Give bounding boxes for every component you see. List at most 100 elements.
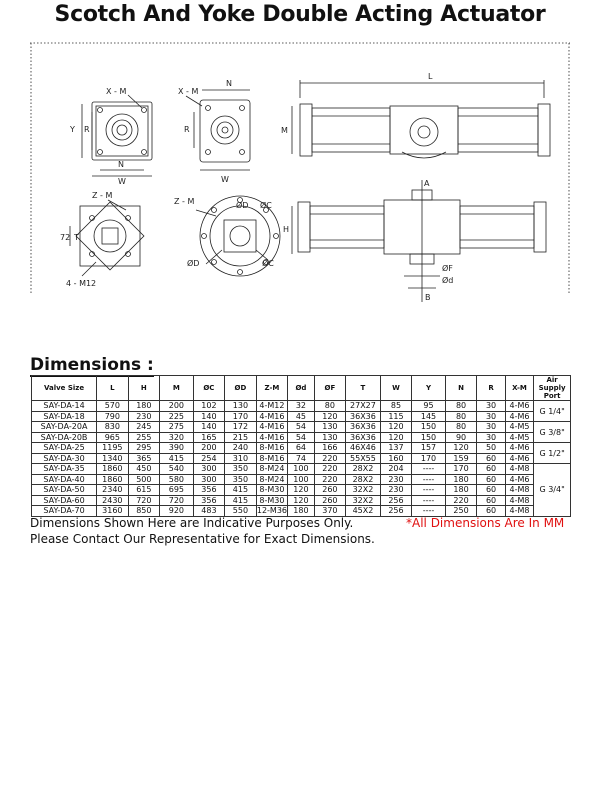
label-od-1: ØD [236,200,248,210]
table-cell: 256 [379,505,413,517]
header-cell: M [159,375,194,401]
table-cell: 90 [444,431,478,443]
table-cell: 140 [192,421,226,433]
table-cell: 80 [444,421,478,433]
table-cell: 30 [476,410,506,422]
table-cell: 60 [476,494,506,506]
table-cell: 415 [224,484,257,496]
table-cell: 102 [192,400,226,412]
table-cell: 4-M16 [255,410,289,422]
table-cell: 100 [287,473,315,485]
table-cell: 74 [287,452,315,464]
table-cell: 54 [287,431,315,443]
table-cell: 165 [192,431,226,443]
table-cell: 215 [224,431,257,443]
table-cell: 4-M6 [504,400,535,412]
table-cell: 54 [287,421,315,433]
header-cell: Air Supply Port [533,375,571,401]
header-cell: Y [411,375,446,401]
table-cell: 145 [411,410,446,422]
label-of: ØF [442,263,453,273]
table-cell: SAY-DA-50 [30,484,98,496]
table-cell: 483 [192,505,226,517]
table-cell: 615 [127,484,161,496]
table-cell: 830 [96,421,129,433]
table-cell: 200 [159,400,194,412]
contact-note: Please Contact Our Representative for Ex… [30,532,375,546]
table-cell: 32 [287,400,315,412]
header-cell: W [379,375,413,401]
table-cell: 85 [379,400,413,412]
table-cell: 130 [313,431,347,443]
table-cell: 115 [379,410,413,422]
indicative-note: Dimensions Shown Here are Indicative Pur… [30,516,354,530]
table-cell: 370 [313,505,347,517]
table-cell: 1195 [96,442,129,454]
label-oc-2: ØC [262,258,274,268]
header-cell: ØC [192,375,226,401]
table-cell: 28X2 [345,463,381,475]
table-cell: 4-M16 [255,431,289,443]
table-cell: 570 [96,400,129,412]
table-cell: 120 [444,442,478,454]
table-cell: 295 [127,442,161,454]
table-cell: 50 [476,442,506,454]
label-72: 72 [60,233,70,242]
table-cell: 4-M16 [255,421,289,433]
table-cell: 32X2 [345,484,381,496]
label-xm-1: X - M [106,87,126,96]
table-cell: 220 [444,494,478,506]
table-cell: 1860 [96,473,129,485]
table-cell: 220 [313,473,347,485]
bottom-flange-view-2 [195,195,281,277]
table-cell: 4-M5 [504,431,535,443]
table-cell: 30 [476,431,506,443]
table-cell: 100 [287,463,315,475]
side-elevation-top [291,80,551,159]
table-cell: 2430 [96,494,129,506]
header-cell: N [444,375,478,401]
label-n-2: N [226,79,232,88]
table-cell: 180 [287,505,315,517]
table-cell: 180 [127,400,161,412]
label-m: M [281,126,288,135]
table-cell: 365 [127,452,161,464]
table-cell: 150 [411,431,446,443]
air-supply-port-cell: G 1/2" [533,442,571,464]
label-t: T [73,233,79,242]
table-cell: 275 [159,421,194,433]
table-cell: 2340 [96,484,129,496]
table-cell: ---- [411,505,446,517]
table-cell: 32X2 [345,494,381,506]
label-4-m12: 4 - M12 [66,279,96,288]
table-cell: 4-M6 [504,410,535,422]
label-r-2: R [184,125,190,134]
table-cell: 120 [313,410,347,422]
table-cell: ---- [411,494,446,506]
label-zm-2: Z - M [174,197,194,206]
table-cell: 8-M24 [255,463,289,475]
label-y: Y [69,125,75,134]
table-cell: 60 [476,452,506,464]
table-cell: 60 [476,505,506,517]
table-cell: 170 [411,452,446,464]
table-cell: 55X55 [345,452,381,464]
top-pad-view-1 [81,94,153,177]
table-cell: 415 [224,494,257,506]
table-cell: 356 [192,494,226,506]
table-cell: 540 [159,463,194,475]
air-supply-port-cell: G 3/4" [533,463,571,517]
air-supply-port-cell: G 3/8" [533,421,571,443]
label-a: A [424,179,430,188]
table-cell: 720 [127,494,161,506]
table-cell: 120 [379,421,413,433]
table-cell: 4-M8 [504,494,535,506]
table-cell: 256 [379,494,413,506]
table-cell: 166 [313,442,347,454]
table-cell: 80 [444,400,478,412]
